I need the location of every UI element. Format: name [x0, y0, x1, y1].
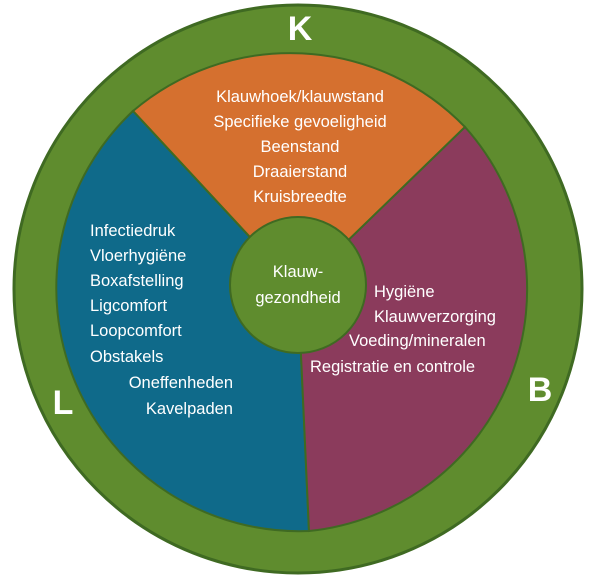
letter-l: L	[53, 384, 74, 422]
l-item: Obstakels	[90, 348, 163, 366]
letter-b: B	[528, 371, 553, 409]
k-item: Specifieke gevoeligheid	[213, 113, 386, 131]
k-item: Kruisbreedte	[253, 188, 347, 206]
l-item: Boxafstelling	[90, 272, 184, 290]
l-item: Vloerhygiëne	[90, 247, 186, 265]
segment-l	[55, 109, 311, 533]
center-circle	[229, 216, 367, 354]
b-item: Hygiëne	[374, 283, 435, 301]
segment-b	[296, 125, 529, 533]
center-label-line1: Klauw-	[273, 263, 323, 281]
k-item: Draaierstand	[253, 163, 347, 181]
k-item: Beenstand	[261, 138, 340, 156]
l-item: Loopcomfort	[90, 322, 182, 340]
letter-k: K	[288, 10, 313, 48]
b-item: Voeding/mineralen	[349, 332, 486, 350]
l-item: Oneffenheden	[129, 374, 233, 392]
l-item: Ligcomfort	[90, 297, 167, 315]
l-item: Infectiedruk	[90, 222, 176, 240]
segment-k	[131, 52, 467, 291]
l-item: Kavelpaden	[146, 400, 233, 418]
b-item: Klauwverzorging	[374, 308, 496, 326]
k-item: Klauwhoek/klauwstand	[216, 88, 384, 106]
b-item: Registratie en controle	[310, 358, 475, 376]
center-label-line2: gezondheid	[255, 289, 340, 307]
